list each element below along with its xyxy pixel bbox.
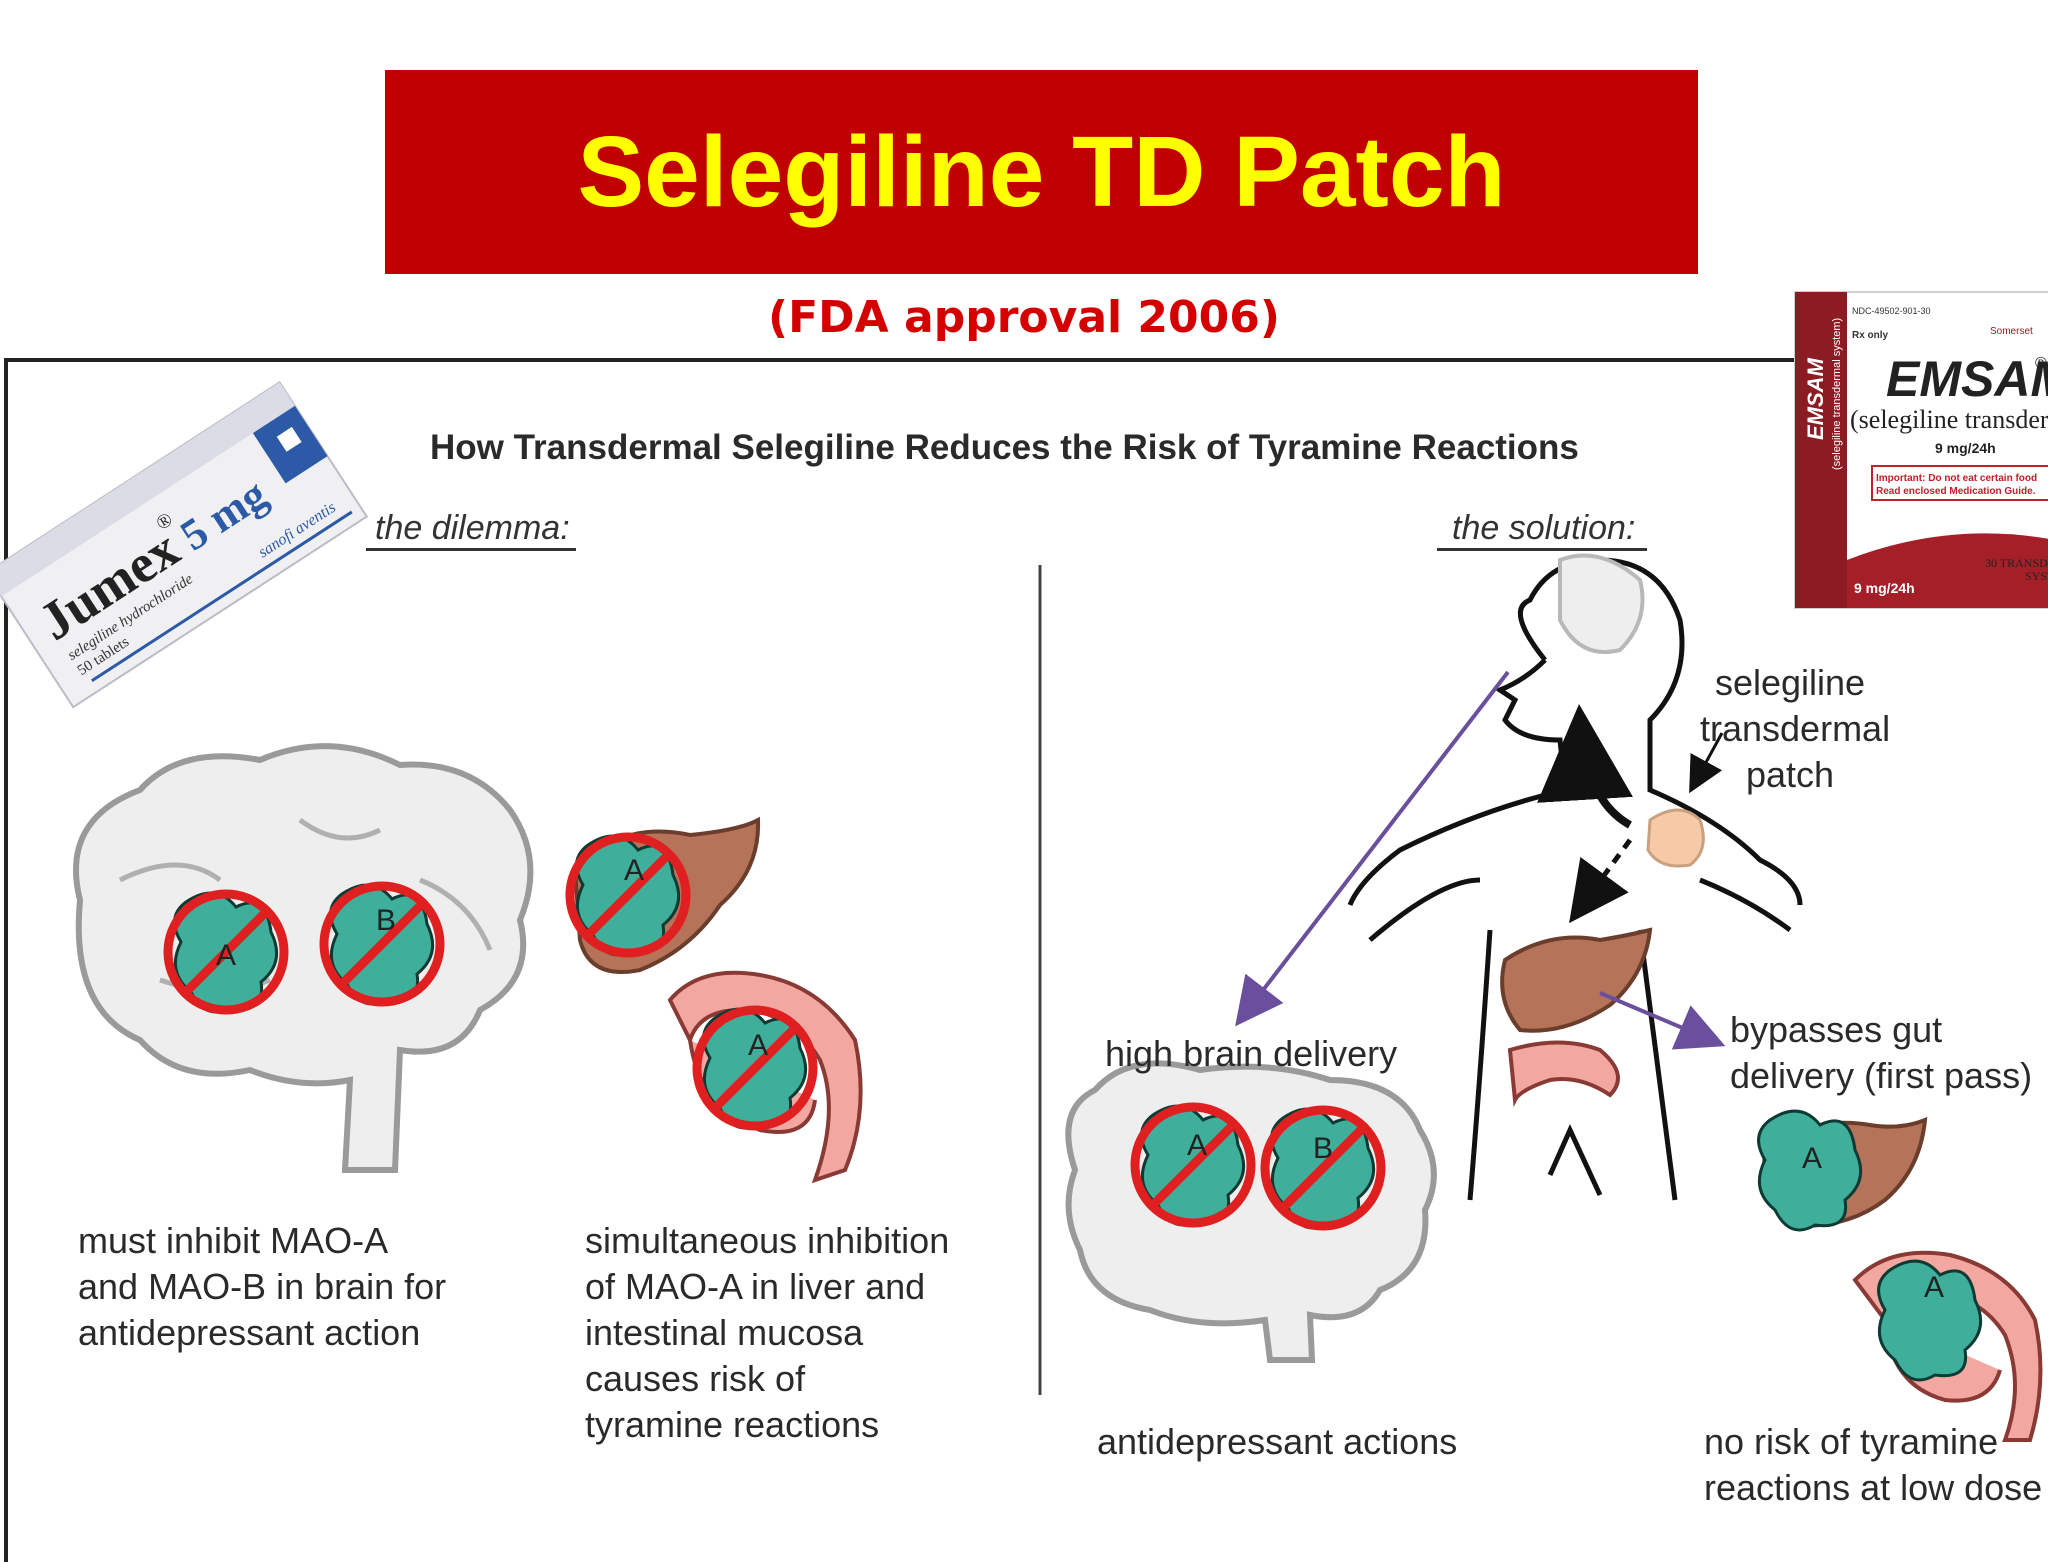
left-liver <box>570 816 761 974</box>
svg-text:A: A <box>1187 1129 1207 1162</box>
svg-text:®: ® <box>2035 355 2047 372</box>
dilemma-underline <box>366 548 576 551</box>
left-caption-2: simultaneous inhibition of MAO-A in live… <box>585 1220 950 1445</box>
svg-text:A: A <box>1802 1142 1822 1175</box>
page-subtitle: (FDA approval 2006) <box>767 292 1280 343</box>
jumex-box-image <box>0 380 369 709</box>
page-title: Selegiline TD Patch <box>577 115 1506 228</box>
emsam-text: NDC-49502-901-30 Rx only Somerset EMSAM … <box>1803 306 2048 596</box>
svg-text:A: A <box>624 854 644 887</box>
right-brain <box>1065 1060 1437 1363</box>
high-brain-label: high brain delivery <box>1105 1033 1398 1074</box>
emsam-brand: EMSAM <box>1886 351 2048 407</box>
enzyme-letters: A B A A A B A A <box>216 854 1944 1304</box>
svg-text:EMSAM: EMSAM <box>1803 357 1828 440</box>
svg-text:A: A <box>748 1029 768 1062</box>
svg-text:SYSTEMS: SYSTEMS <box>2025 569 2048 583</box>
svg-text:Read enclosed Medication Guide: Read enclosed Medication Guide. <box>1876 486 2036 497</box>
solution-heading: the solution: <box>1452 509 1636 547</box>
svg-text:A: A <box>216 939 236 972</box>
right-gut <box>1852 1250 2043 1442</box>
svg-text:NDC-49502-901-30: NDC-49502-901-30 <box>1852 306 1931 316</box>
svg-text:Somerset: Somerset <box>1990 326 2033 337</box>
no-risk-label: no risk of tyramine reactions at low dos… <box>1704 1421 2043 1508</box>
diagram-title: How Transdermal Selegiline Reduces the R… <box>430 428 1579 467</box>
svg-text:B: B <box>376 904 396 937</box>
right-liver <box>1757 1109 1928 1232</box>
body-figure <box>1235 553 1803 1201</box>
solution-underline <box>1437 548 1647 551</box>
diagram-frame <box>4 358 2048 1562</box>
antidepressant-label: antidepressant actions <box>1097 1421 1458 1462</box>
left-gut <box>667 970 863 1184</box>
svg-text:A: A <box>1924 1271 1944 1304</box>
svg-text:9 mg/24h: 9 mg/24h <box>1935 440 1996 456</box>
svg-text:30 TRANSDERMAL: 30 TRANSDERMAL <box>1985 556 2048 570</box>
patch-label: selegiline transdermal patch <box>1700 662 1891 795</box>
svg-text:B: B <box>1313 1132 1333 1165</box>
left-caption-1: must inhibit MAO-A and MAO-B in brain fo… <box>78 1220 447 1353</box>
dilemma-heading: the dilemma: <box>375 509 570 547</box>
svg-text:(selegiline transdermal system: (selegiline transdermal system) <box>1831 318 1843 470</box>
svg-text:Rx only: Rx only <box>1852 330 1889 341</box>
svg-text:(selegiline transdermal system: (selegiline transdermal system) <box>1850 405 2048 434</box>
title-banner: Selegiline TD Patch <box>385 70 1698 274</box>
bypass-label: bypasses gut delivery (first pass) <box>1730 1009 2033 1096</box>
svg-text:Important: Do not eat certain: Important: Do not eat certain food <box>1876 473 2037 484</box>
svg-text:9 mg/24h: 9 mg/24h <box>1854 580 1915 596</box>
emsam-box-image <box>1794 291 2048 609</box>
left-brain <box>73 743 534 1173</box>
